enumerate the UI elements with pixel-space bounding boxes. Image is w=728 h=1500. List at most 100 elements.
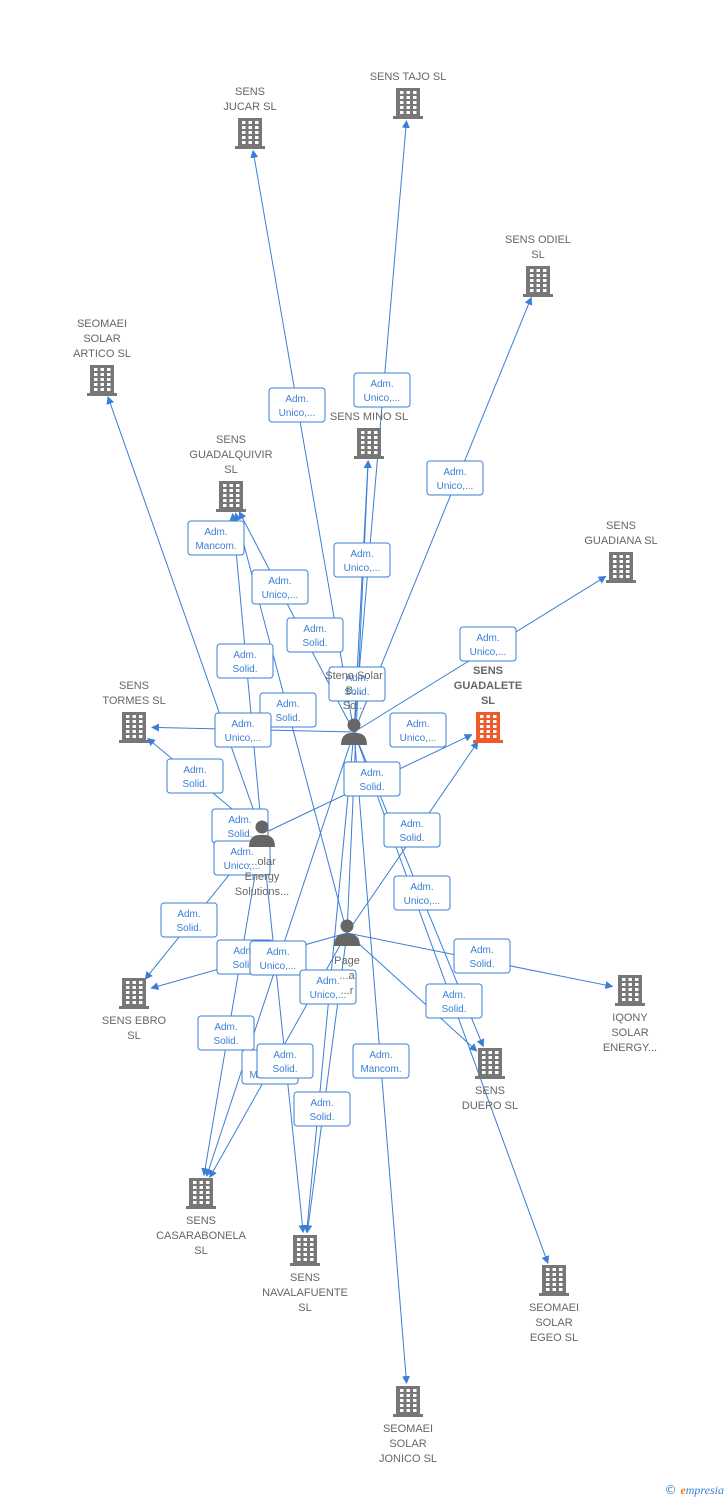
node-label: GUADIANA SL (584, 535, 657, 547)
edge-label[interactable]: Adm.Unico,... (214, 712, 272, 748)
node-label: ...r (341, 985, 354, 997)
edge-label[interactable]: Adm.Solid. (328, 666, 386, 702)
edge-label-text: Adm. (228, 815, 251, 826)
edge-label[interactable]: Adm.Solid. (383, 812, 441, 848)
building-icon (523, 266, 553, 297)
node-label: SOLAR (389, 1438, 426, 1450)
edge-label-text: Adm. (410, 882, 433, 893)
node-label: CASARABONELA (156, 1230, 247, 1242)
edge-label-text: Solid. (469, 959, 494, 970)
edge-label[interactable]: Adm.Unico,... (251, 569, 309, 605)
node-label: SENS (216, 434, 246, 446)
node-tajo[interactable]: SENS TAJO SL (370, 71, 447, 119)
edge-stena-to-odiel (353, 296, 533, 733)
edge-label[interactable]: Adm.Unico,... (459, 626, 517, 662)
node-label: DUERO SL (462, 1100, 518, 1112)
building-icon (87, 365, 117, 396)
edge-label-text: Solid. (232, 664, 257, 675)
edge-label[interactable]: Adm.Unico,... (353, 372, 411, 408)
edge-label[interactable]: Adm.Unico,... (333, 542, 391, 578)
edge-label[interactable]: Adm.Solid. (343, 761, 401, 797)
node-label: Stena Solar (325, 670, 383, 682)
brand-footer[interactable]: ©empresia (664, 1483, 724, 1498)
node-page[interactable]: Page...a...r (334, 919, 360, 998)
node-label: Energy (245, 871, 280, 883)
node-label: Page (334, 955, 360, 967)
edge-label-text: Unico,... (470, 647, 507, 658)
edge-label-text: Unico,... (279, 408, 316, 419)
edge-label[interactable]: Adm. Unico,... (389, 712, 447, 748)
edge-label[interactable]: Adm.Unico,... (426, 460, 484, 496)
edge-label[interactable]: Adm.Solid. (259, 692, 317, 728)
edge-label[interactable]: Adm.Mancom. (187, 520, 245, 556)
edge-label[interactable]: Adm.Solid. (256, 1043, 314, 1079)
edge-label[interactable]: Adm.Solid. (160, 902, 218, 938)
edge-label[interactable]: Adm.Unico,... (268, 387, 326, 423)
edge-label-text: Unico,... (404, 896, 441, 907)
building-icon (393, 1386, 423, 1417)
edge-label-text: Adm. (233, 946, 256, 957)
node-label: TORMES SL (102, 695, 165, 707)
edge-label-text: Solid. (272, 1064, 297, 1075)
edge-label-text: Adm. (345, 673, 368, 684)
edge-label-text: Unico,... (400, 733, 437, 744)
node-label: SENS (235, 86, 265, 98)
node-label: SL (127, 1030, 140, 1042)
edge-solar_es-to-casarabonela (201, 833, 263, 1177)
node-label: SOLAR (535, 1317, 572, 1329)
edge-label[interactable]: Adm.Solid. (425, 983, 483, 1019)
node-stena[interactable]: Stena SolarB...So... (325, 670, 383, 745)
edge-label-text: Adm. (406, 719, 429, 730)
edge-label-text: Adm. (370, 379, 393, 390)
node-label: SOLAR (83, 333, 120, 345)
node-label: GUADALQUIVIR (189, 449, 272, 461)
edge-label[interactable]: Adm.Solid. (286, 617, 344, 653)
edge-label-text: Solid. (441, 1004, 466, 1015)
edge-label[interactable]: Adm.Solid. (293, 1091, 351, 1127)
edge-label-text: Adm. (231, 719, 254, 730)
edge-label-text: Adm. (204, 527, 227, 538)
node-solar_es[interactable]: ...olarEnergySolutions... (235, 820, 289, 899)
edge-label[interactable]: Adm.Unico,... (213, 840, 271, 876)
copyright-symbol: © (664, 1483, 677, 1497)
node-label: IQONY (612, 1012, 648, 1024)
edge-label[interactable]: Adm.Solid. (197, 1015, 255, 1051)
node-iqony[interactable]: IQONYSOLARENERGY... (603, 975, 657, 1054)
edge-label[interactable]: Adm.Mancom. (352, 1043, 410, 1079)
edge-page-to-duero (346, 932, 478, 1052)
brand-logo-text: mpresia (685, 1483, 724, 1497)
edge-label[interactable]: Adm.Unico,... (249, 940, 307, 976)
edge-label-text: Solid. (227, 829, 252, 840)
node-label: ARTICO SL (73, 348, 131, 360)
edge-label[interactable]: Adm.Unico,... (299, 969, 357, 1005)
edge-label-text: Adm. (369, 1050, 392, 1061)
node-mino[interactable]: SENS MINO SL (330, 411, 408, 459)
node-label: SENS (475, 1085, 505, 1097)
building-icon (539, 1265, 569, 1296)
edge-label-text: Adm. (303, 624, 326, 635)
node-label: SL (481, 695, 495, 707)
node-label: So... (343, 700, 366, 712)
edge-label-text: Adm. (350, 549, 373, 560)
edge-label[interactable]: Adm.Solid. (166, 758, 224, 794)
node-duero[interactable]: SENS DUERO SL (462, 1048, 518, 1112)
edge-label-text: Unico,... (262, 590, 299, 601)
edge-label[interactable]: Adm. Unico,... (393, 875, 451, 911)
edge-label[interactable]: Adm.Solid. (216, 643, 274, 679)
building-icon (235, 118, 265, 149)
edge-label[interactable]: Adm.Solid. (453, 938, 511, 974)
